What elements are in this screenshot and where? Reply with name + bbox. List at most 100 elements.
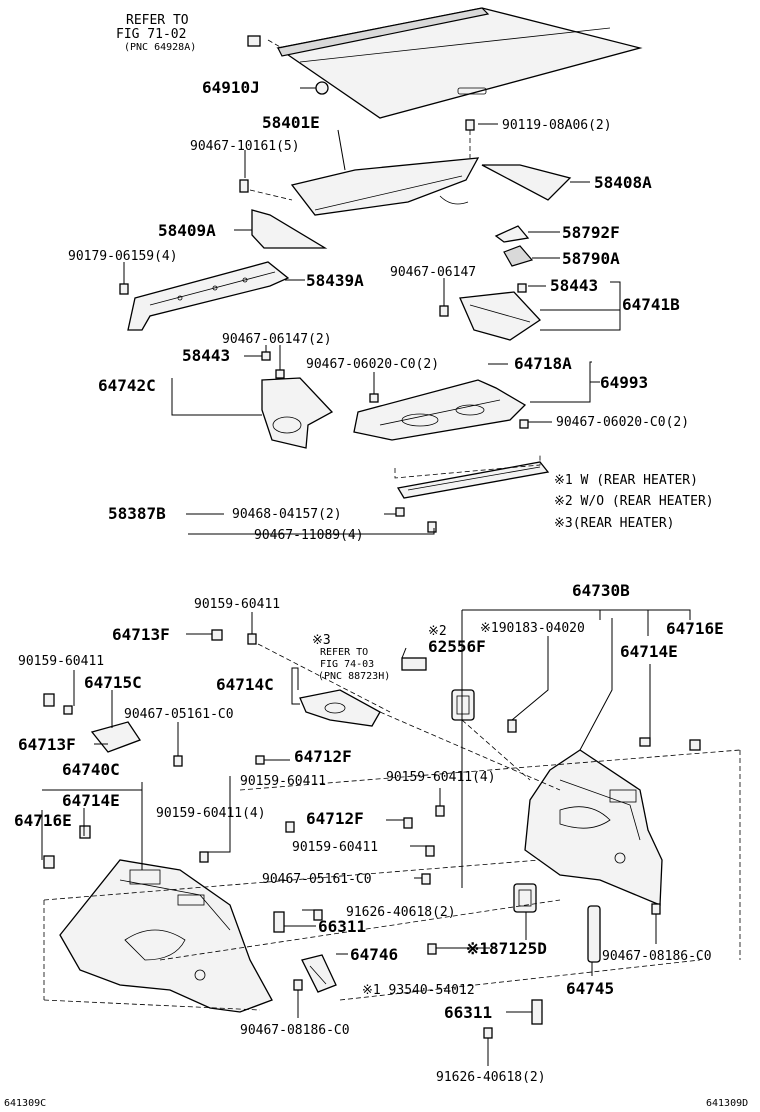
label-64993: 64993 [600,373,648,392]
label-58443-mid: 58443 [182,346,230,365]
duct-87125D [513,883,537,913]
label-87125D: ※187125D [466,939,547,958]
screw-90467-08186-right [651,903,661,915]
drawing-code-right: 641309D [706,1098,748,1109]
label-90159-60411-e: 90159-60411(4) [156,806,266,821]
label-90467-11089: 90467-11089(4) [254,528,364,543]
label-62556F: 62556F [428,637,486,656]
label-66311-a: 66311 [318,917,366,936]
label-64714C: 64714C [216,675,274,694]
hook-66311-left [273,911,285,933]
clip-64713F-top [211,629,223,641]
label-58790A: 58790A [562,249,620,268]
tonneau-cover-64910J [247,7,643,119]
label-90467-06147-2: 90467-06147(2) [222,332,332,347]
label-90183-04020: ※190183-04020 [480,621,585,636]
scuff-plate-58387B [395,461,550,533]
lower-leaders [41,609,691,1066]
tray-64741B [439,283,541,341]
bracket-58409A [251,209,328,249]
ref-fig71-02-line3: (PNC 64928A) [124,42,196,53]
note-rear-heater-wo: ※2 W/O (REAR HEATER) [554,494,714,509]
net-64746 [301,954,337,993]
clip-64713F-left [43,693,73,715]
bracket-58790A [503,245,534,267]
label-91626-40618-b: 91626-40618(2) [436,1070,546,1085]
label-90467-05161-a: 90467-05161-C0 [124,707,234,722]
screw-90467-08186-left [293,979,303,991]
label-90467-08186-left: 90467-08186-C0 [240,1023,350,1038]
side-board-58408A [481,164,572,201]
label-64730B: 64730B [572,581,630,600]
label-90119-08A06: 90119-08A06(2) [502,118,612,133]
label-90159-60411-b: 90159-60411 [18,654,104,669]
label-64713F-top: 64713F [112,625,170,644]
label-64741B: 64741B [622,295,680,314]
label-93540-54012: ※1 93540-54012 [362,983,475,998]
lower-phantom-lines [43,643,741,1011]
drawing-code-left: 641309C [4,1098,46,1109]
quarter-trim-left-64740C [43,825,273,1013]
ref-fig74-03-line3: (PNC 88723H) [318,671,390,682]
label-64712F-b: 64712F [306,809,364,828]
label-90468-04157: 90468-04157(2) [232,507,342,522]
label-64742C: 64742C [98,376,156,395]
screw-90159-top [247,633,257,645]
label-90467-06020-a: 90467-06020-C0(2) [306,357,439,372]
screw-90467-05161 [173,755,183,767]
label-90467-08186-right: 90467-08186-C0 [602,949,712,964]
label-64716E-left: 64716E [14,811,72,830]
net-64745 [587,905,601,963]
label-90159-60411-f: 90159-60411 [292,840,378,855]
label-58408A: 58408A [594,173,652,192]
upper-leaders [123,87,621,535]
note-rear-heater: ※3(REAR HEATER) [554,516,674,531]
label-90159-60411-c: 90159-60411 [240,774,326,789]
quarter-trim-right-64730B [507,719,701,906]
label-64712F-a: 64712F [294,747,352,766]
cover-64714C [299,657,427,727]
label-91626-40618-a: 91626-40618(2) [346,905,456,920]
label-64714E-right: 64714E [620,642,678,661]
label-58401E: 58401E [262,113,320,132]
label-64714E-left: 64714E [62,791,120,810]
hook-66311-right [531,999,543,1025]
label-90467-06147: 90467-06147 [390,265,476,280]
cover-62556F [451,689,475,721]
label-90159-60411-d: 90159-60411(4) [386,770,496,785]
label-90467-06020-b: 90467-06020-C0(2) [556,415,689,430]
label-58792F: 58792F [562,223,620,242]
label-64740C: 64740C [62,760,120,779]
screws-90159-4-left [199,821,295,863]
deck-board-58401E [239,119,480,216]
box-64742C [261,351,334,449]
screw-91626-right [483,1027,493,1039]
clip-64712F-top [255,755,265,765]
ref-fig74-03-mark: ※3 [312,633,331,648]
ref-fig74-03-line2: FIG 74-03 [320,659,374,670]
label-64713F-left: 64713F [18,735,76,754]
tray-64993 [353,379,529,441]
label-90159-60411-a: 90159-60411 [194,597,280,612]
label-58387B: 58387B [108,504,166,523]
mark-note2: ※2 [428,624,447,639]
rail-58439A [119,261,290,331]
label-58443-top: 58443 [550,276,598,295]
note-rear-heater-w: ※1 W (REAR HEATER) [554,473,698,488]
label-64715C: 64715C [84,673,142,692]
label-64716E-right: 64716E [666,619,724,638]
label-66311-b: 66311 [444,1003,492,1022]
label-64718A: 64718A [514,354,572,373]
label-90179-06159: 90179-06159(4) [68,249,178,264]
ref-fig74-03-line1: REFER TO [320,647,368,658]
label-64910J: 64910J [202,78,260,97]
label-90467-05161-b: 90467-05161-C0 [262,872,372,887]
label-58409A: 58409A [158,221,216,240]
pad-64715C [90,721,141,753]
label-64745: 64745 [566,979,614,998]
label-64746: 64746 [350,945,398,964]
label-58439A: 58439A [306,271,364,290]
screw-93540 [427,943,437,955]
ref-fig71-02-line1: REFER TO [126,13,189,28]
